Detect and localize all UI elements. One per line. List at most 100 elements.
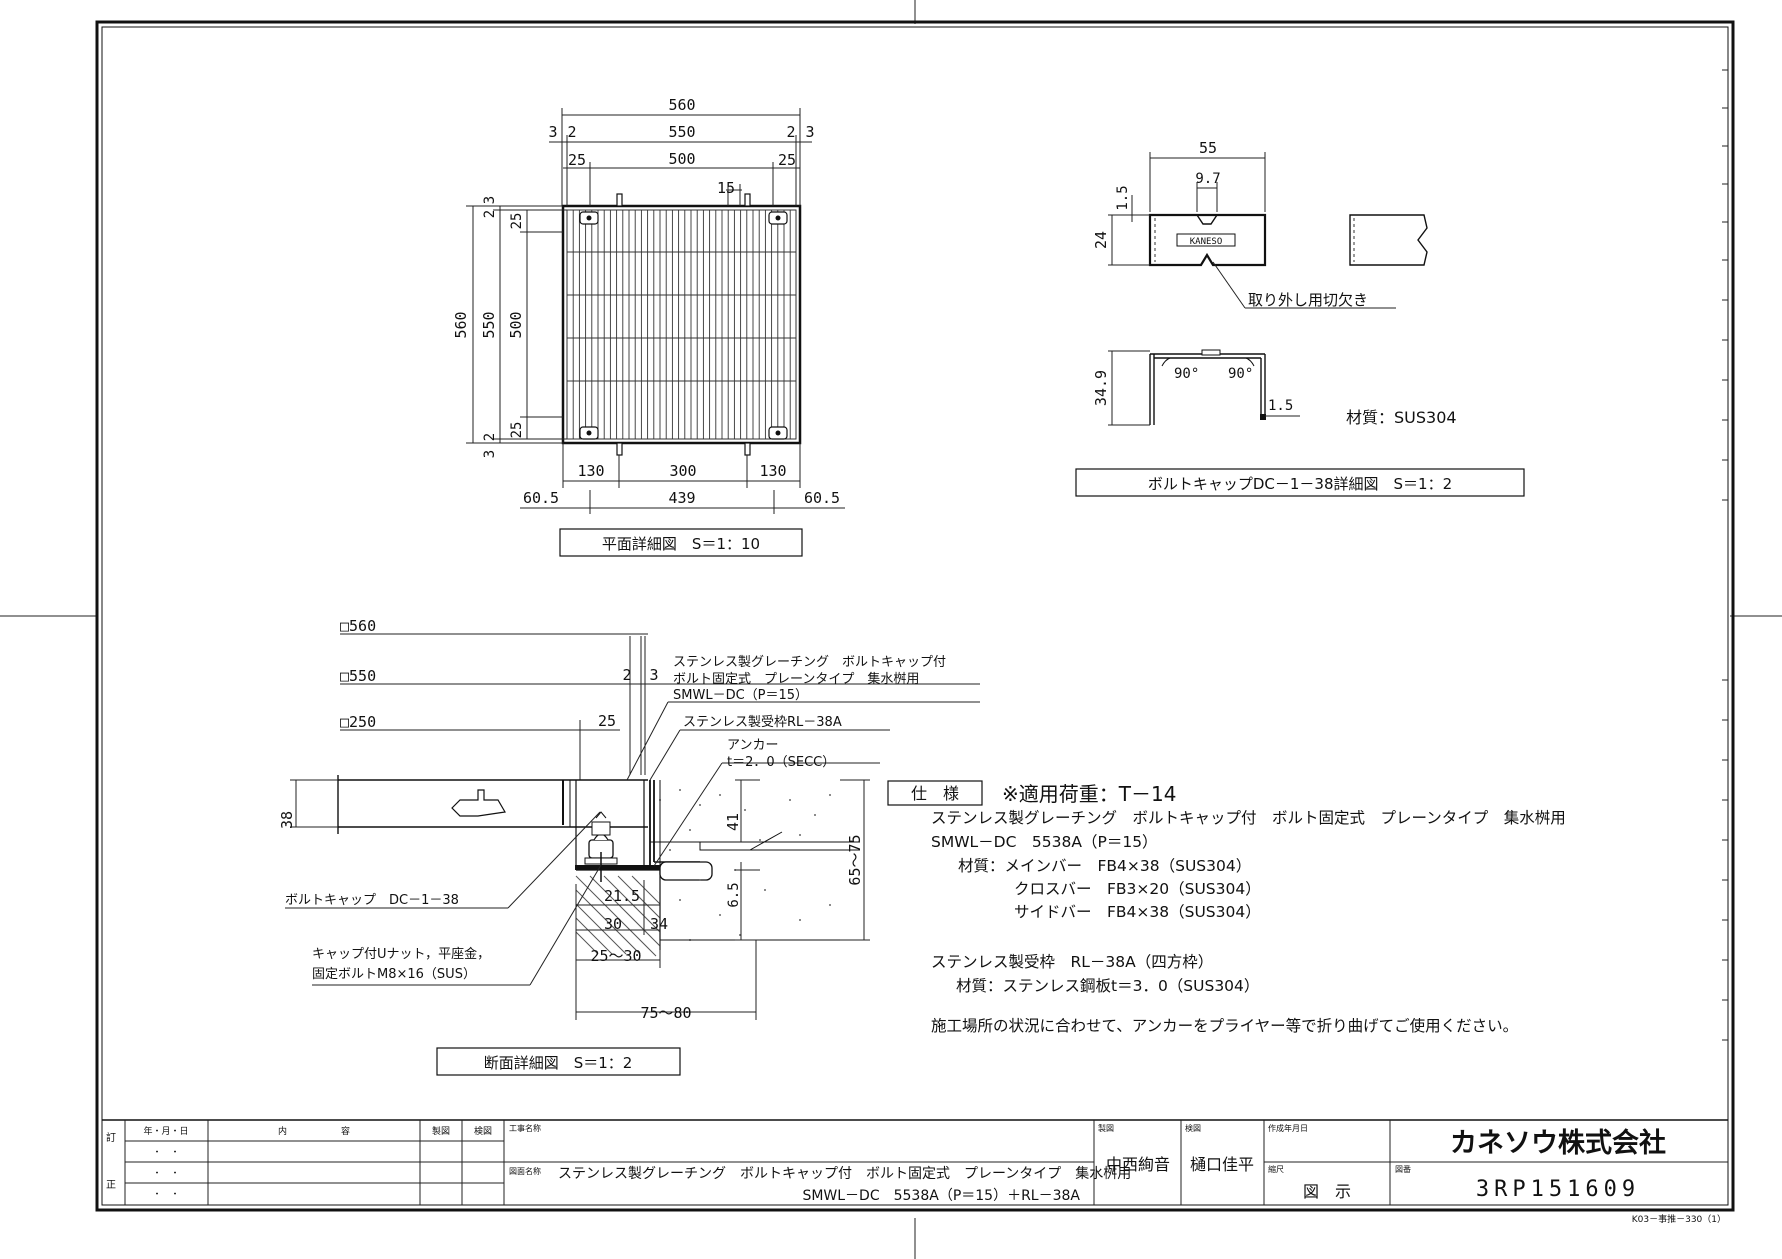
svg-text:24: 24 bbox=[1092, 231, 1110, 249]
svg-text:25: 25 bbox=[598, 712, 616, 730]
svg-text:SMWL－DC 5538A（P＝15）: SMWL－DC 5538A（P＝15） bbox=[931, 833, 1158, 851]
svg-text:キャップ付Uナット，平座金，: キャップ付Uナット，平座金， bbox=[312, 946, 490, 962]
svg-text:9.7: 9.7 bbox=[1195, 171, 1220, 187]
svg-text:・ ・: ・ ・ bbox=[152, 1148, 179, 1158]
svg-text:560: 560 bbox=[452, 311, 470, 338]
svg-text:施工場所の状況に合わせて、アンカーをプライヤー等で折り曲げて: 施工場所の状況に合わせて、アンカーをプライヤー等で折り曲げてご使用ください。 bbox=[931, 1017, 1518, 1035]
grating-outline bbox=[561, 204, 802, 445]
svg-text:130: 130 bbox=[577, 462, 604, 480]
form-code: K03－事推－330（1） bbox=[1632, 1213, 1726, 1225]
svg-text:図番: 図番 bbox=[1395, 1164, 1411, 1174]
edge-ticks bbox=[1722, 69, 1728, 1041]
svg-text:訂: 訂 bbox=[106, 1131, 116, 1144]
drafter-name: 中西絢音 bbox=[1106, 1155, 1170, 1174]
svg-text:1.5: 1.5 bbox=[1268, 398, 1293, 414]
svg-text:75～80: 75～80 bbox=[640, 1004, 691, 1022]
svg-text:439: 439 bbox=[668, 489, 695, 507]
svg-text:ステンレス製受枠RL－38A: ステンレス製受枠RL－38A bbox=[683, 715, 842, 730]
svg-text:60.5: 60.5 bbox=[804, 489, 840, 507]
svg-text:検図: 検図 bbox=[1185, 1123, 1201, 1133]
kaneso-stamp: KANESO bbox=[1190, 237, 1223, 247]
svg-text:55: 55 bbox=[1199, 139, 1217, 157]
svg-text:1.5: 1.5 bbox=[1115, 185, 1131, 210]
svg-text:製図: 製図 bbox=[432, 1125, 450, 1137]
svg-text:38: 38 bbox=[278, 811, 296, 829]
svg-text:□550: □550 bbox=[340, 667, 376, 685]
svg-text:2: 2 bbox=[622, 666, 631, 684]
svg-text:作成年月日: 作成年月日 bbox=[1268, 1123, 1308, 1133]
svg-text:550: 550 bbox=[480, 311, 498, 338]
svg-text:製図: 製図 bbox=[1098, 1123, 1114, 1133]
bolt-assembly bbox=[584, 811, 618, 882]
drawing-name: ステンレス製グレーチング ボルトキャップ付 ボルト固定式 プレーンタイプ 集水桝… bbox=[558, 1165, 1131, 1182]
svg-text:21.5: 21.5 bbox=[604, 887, 640, 905]
svg-text:図面名称: 図面名称 bbox=[509, 1166, 541, 1176]
svg-text:アンカー: アンカー bbox=[727, 738, 778, 753]
svg-text:3: 3 bbox=[805, 123, 814, 141]
svg-text:500: 500 bbox=[668, 150, 695, 168]
concrete-hatch bbox=[575, 875, 661, 957]
svg-text:t＝2．0（SECC）: t＝2．0（SECC） bbox=[727, 755, 835, 770]
svg-text:仕 様: 仕 様 bbox=[911, 784, 959, 803]
section-view: □560 □550 □250 2 3 25 bbox=[278, 617, 980, 1076]
svg-text:ステンレス製グレーチング ボルトキャップ付 ボルト固定式 プ: ステンレス製グレーチング ボルトキャップ付 ボルト固定式 プレーンタイプ 集水桝… bbox=[931, 809, 1566, 827]
svg-text:3: 3 bbox=[482, 196, 498, 204]
svg-text:25: 25 bbox=[568, 151, 586, 169]
svg-text:25: 25 bbox=[778, 151, 796, 169]
svg-text:90°: 90° bbox=[1174, 366, 1199, 382]
svg-text:検図: 検図 bbox=[474, 1125, 492, 1137]
plan-view: 560 550 500 3 2 2 3 25 25 15 560 550 500… bbox=[452, 96, 845, 557]
svg-text:材質：ステンレス鋼板t＝3．0（SUS304）: 材質：ステンレス鋼板t＝3．0（SUS304） bbox=[956, 977, 1259, 995]
svg-text:クロスバー FB3×20（SUS304）: クロスバー FB3×20（SUS304） bbox=[1014, 880, 1261, 898]
svg-text:材質：メインバー FB4×38（SUS304）: 材質：メインバー FB4×38（SUS304） bbox=[958, 857, 1251, 875]
svg-text:34: 34 bbox=[650, 915, 668, 933]
svg-text:60.5: 60.5 bbox=[523, 489, 559, 507]
svg-text:3: 3 bbox=[548, 123, 557, 141]
drawing-number: 3RP151609 bbox=[1476, 1177, 1640, 1202]
svg-text:30: 30 bbox=[604, 915, 622, 933]
company-logo: カネソウ株式会社 bbox=[1450, 1127, 1666, 1159]
svg-text:2: 2 bbox=[567, 123, 576, 141]
boltcap-detail: KANESO 55 9.7 1.5 24 取り外し用切欠き 90° 90° bbox=[1075, 139, 1525, 497]
svg-text:560: 560 bbox=[668, 96, 695, 114]
concrete-dots bbox=[659, 789, 831, 941]
load-rating: ※適用荷重：T－14 bbox=[1002, 782, 1176, 806]
svg-text:・ ・: ・ ・ bbox=[152, 1169, 179, 1179]
svg-text:90°: 90° bbox=[1228, 366, 1253, 382]
svg-text:ボルトキャップ DC－1－38: ボルトキャップ DC－1－38 bbox=[285, 893, 459, 908]
svg-text:25: 25 bbox=[509, 213, 525, 230]
drawing-model: SMWL－DC 5538A（P＝15）＋RL－38A bbox=[802, 1188, 1080, 1204]
svg-text:正: 正 bbox=[106, 1180, 116, 1191]
svg-text:34.9: 34.9 bbox=[1092, 370, 1110, 406]
svg-text:2: 2 bbox=[482, 210, 498, 218]
svg-text:ボルト固定式 プレーンタイプ 集水桝用: ボルト固定式 プレーンタイプ 集水桝用 bbox=[673, 671, 919, 687]
svg-text:2: 2 bbox=[482, 433, 498, 441]
sheet-border bbox=[95, 20, 1735, 1212]
svg-text:500: 500 bbox=[507, 311, 525, 338]
svg-text:サイドバー FB4×38（SUS304）: サイドバー FB4×38（SUS304） bbox=[1014, 903, 1261, 921]
section-caption: 断面詳細図 S＝1：2 bbox=[484, 1054, 633, 1072]
svg-text:130: 130 bbox=[759, 462, 786, 480]
svg-text:SMWL－DC（P＝15）: SMWL－DC（P＝15） bbox=[673, 688, 808, 703]
svg-text:□250: □250 bbox=[340, 713, 376, 731]
grating-bars bbox=[572, 210, 791, 439]
svg-text:41: 41 bbox=[724, 813, 742, 831]
svg-text:25～30: 25～30 bbox=[590, 947, 641, 965]
svg-text:550: 550 bbox=[668, 123, 695, 141]
svg-text:内 容: 内 容 bbox=[278, 1125, 350, 1137]
svg-text:300: 300 bbox=[669, 462, 696, 480]
svg-text:2: 2 bbox=[786, 123, 795, 141]
material-note: 材質：SUS304 bbox=[1346, 408, 1457, 427]
spec-block: 仕 様 ※適用荷重：T－14 ステンレス製グレーチング ボルトキャップ付 ボルト… bbox=[887, 780, 1566, 1035]
notch-note: 取り外し用切欠き bbox=[1248, 291, 1368, 309]
svg-text:25: 25 bbox=[509, 422, 525, 439]
svg-text:□560: □560 bbox=[340, 617, 376, 635]
checker-name: 樋口佳平 bbox=[1190, 1155, 1254, 1174]
scale-value: 図 示 bbox=[1303, 1182, 1351, 1201]
svg-text:6.5: 6.5 bbox=[726, 882, 742, 907]
boltcap-caption: ボルトキャップDC－1－38詳細図 S＝1：2 bbox=[1148, 475, 1452, 493]
svg-text:年・月・日: 年・月・日 bbox=[143, 1125, 188, 1137]
title-block: 訂 正 年・月・日 内 容 製図 検図 ・ ・ ・ ・ ・ ・ 工事名称 図面名… bbox=[102, 1119, 1728, 1205]
svg-text:15: 15 bbox=[717, 179, 735, 197]
